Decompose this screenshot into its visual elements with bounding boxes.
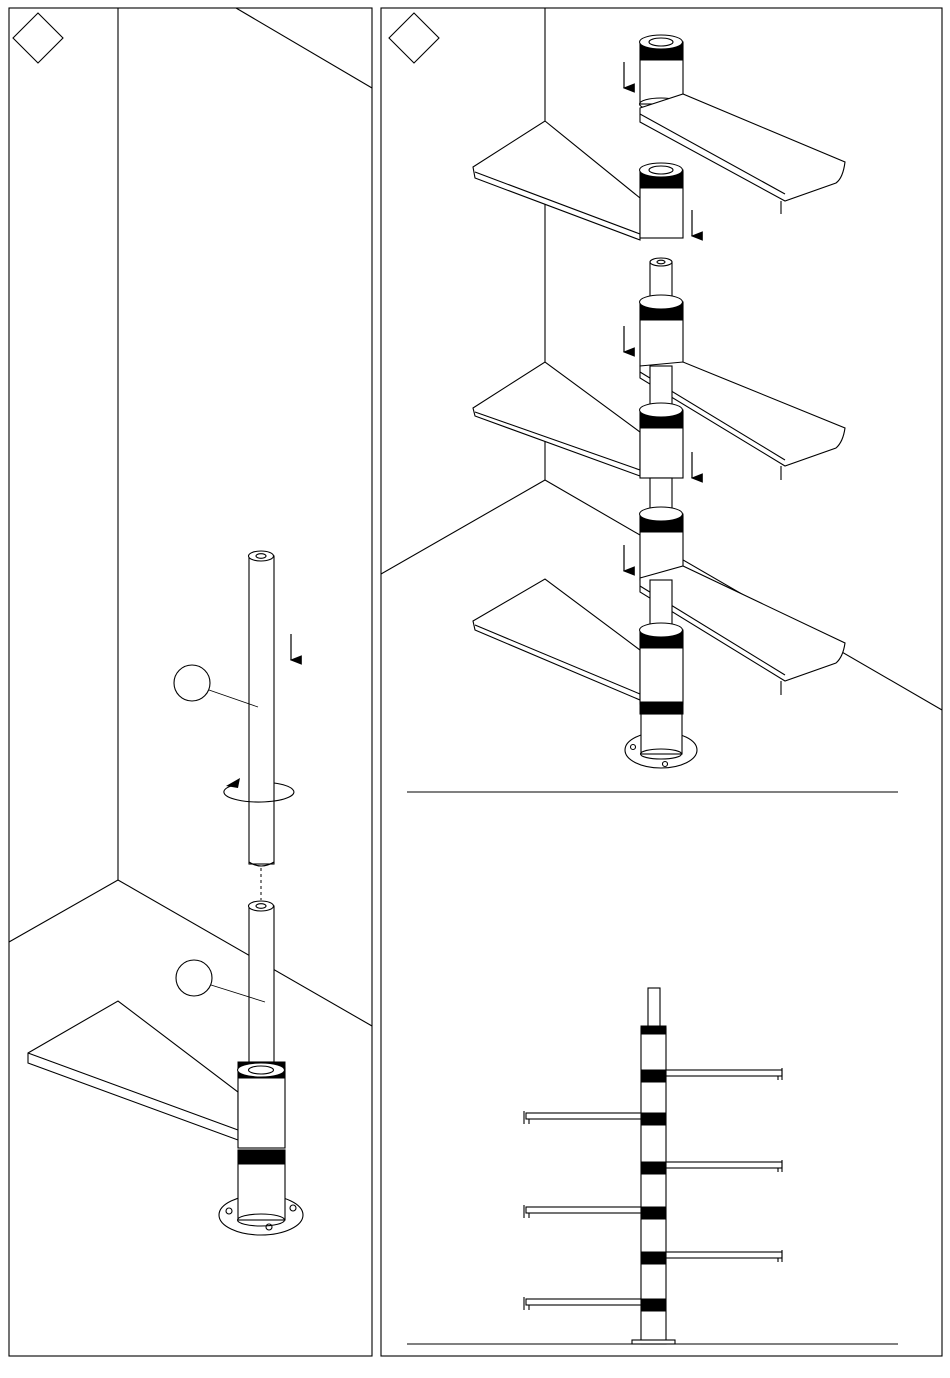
hub-2: [640, 163, 684, 238]
step-diamond-icon: [13, 13, 63, 63]
left-panel: [9, 8, 372, 1356]
lower-pole: [249, 901, 275, 1062]
tread-middle-left: [473, 362, 640, 476]
hub-4: [640, 403, 684, 478]
hub-3: [640, 295, 684, 366]
side-elevation: [407, 988, 898, 1344]
elevation-tread: [666, 1070, 782, 1076]
tread-lower-left: [473, 579, 640, 700]
elevation-tread: [526, 1299, 641, 1305]
elevation-tread: [666, 1162, 782, 1168]
elevation-tread: [666, 1252, 782, 1258]
upper-pole: [249, 551, 275, 900]
step-diamond-icon: [389, 13, 439, 63]
elevation-tread: [526, 1113, 641, 1119]
hub-6: [640, 623, 684, 714]
callout-circle-1: [174, 665, 258, 707]
step-hub: [28, 1001, 285, 1164]
base-plate: [625, 714, 697, 768]
left-panel-frame: [9, 8, 372, 1356]
room-walls: [9, 8, 372, 1026]
right-panel: [381, 8, 942, 1356]
elevation-tread: [526, 1207, 641, 1213]
